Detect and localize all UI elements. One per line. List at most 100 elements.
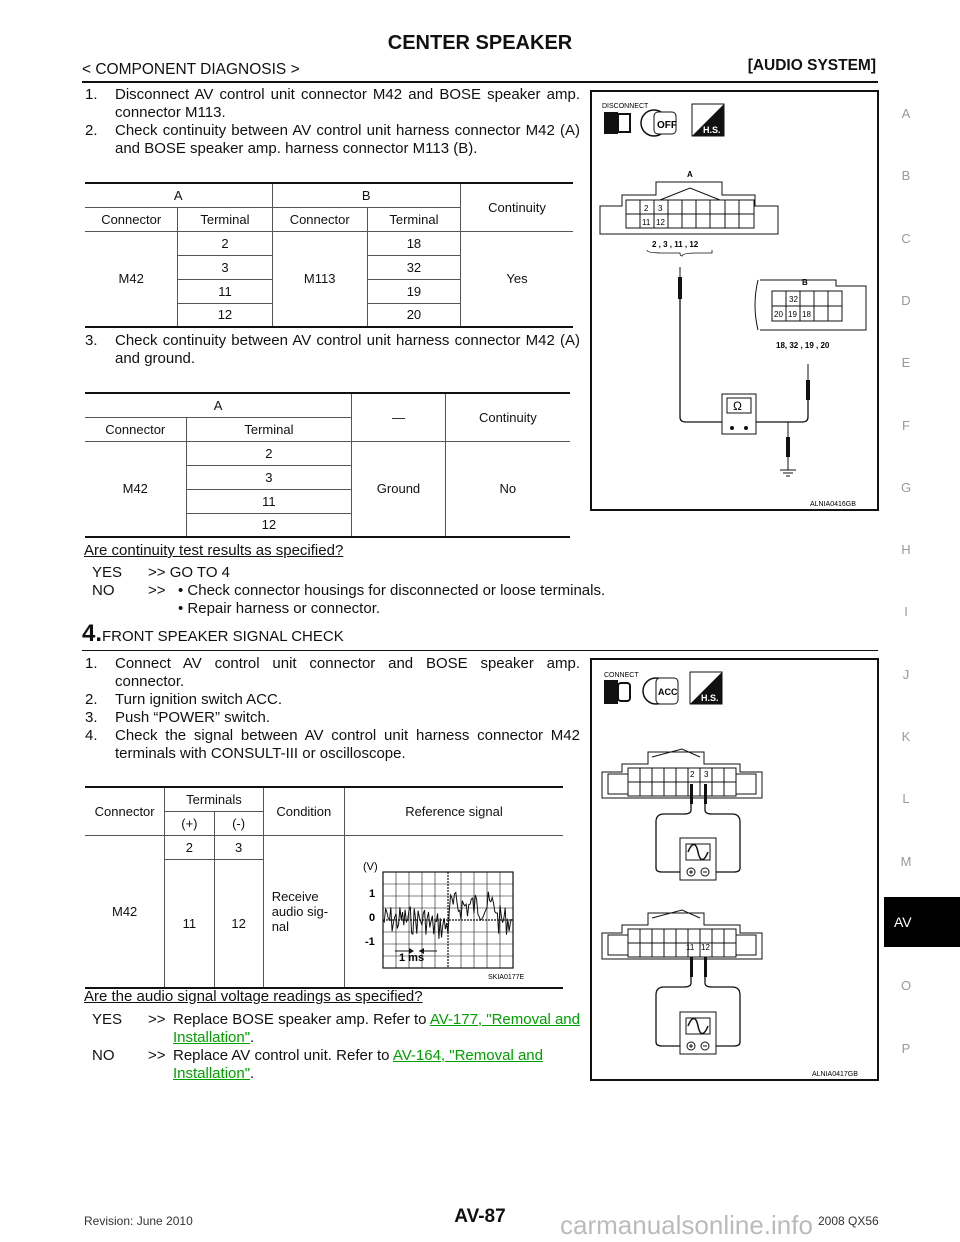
side-tab-f[interactable]: F (902, 417, 910, 433)
continuity-diagram: DISCONNECT OFF H.S. A 2 3 11 12 2 , 3 , … (599, 103, 867, 508)
pin-label: 3 (658, 204, 663, 213)
answer-no: NO>>• Check connector housings for disco… (92, 582, 605, 617)
pin-label: 2 (690, 770, 695, 779)
page-title: CENTER SPEAKER (387, 32, 573, 54)
terminal: 2 (185, 440, 353, 466)
answer-yes: YES>> GO TO 4 (92, 564, 230, 582)
figure-continuity-check: DISCONNECT OFF H.S. A 2 3 11 12 2 , 3 , … (590, 90, 879, 511)
yes-label: YES (92, 564, 123, 581)
off-label: OFF (657, 120, 677, 131)
side-tab-d[interactable]: D (901, 292, 911, 308)
arrow: >> (148, 564, 166, 581)
terminal-a: 2 (177, 230, 273, 256)
terminal-minus: 12 (213, 859, 264, 988)
connector-b: M113 (271, 230, 368, 328)
side-tab-h[interactable]: H (901, 542, 911, 558)
side-tab-av[interactable]: AV (884, 897, 960, 947)
side-tab-j[interactable]: J (902, 666, 910, 682)
continuity-result: Yes (460, 230, 573, 328)
side-tab-e[interactable]: E (901, 355, 911, 371)
disconnect-label: DISCONNECT (602, 103, 649, 110)
connector-a-label: A (687, 170, 693, 179)
connector-icon (601, 748, 763, 799)
step-text: Connect AV control unit connector and BO… (115, 655, 580, 690)
side-tab-l[interactable]: L (902, 791, 910, 807)
terminal-plus: 2 (164, 834, 215, 861)
header-b: B (271, 182, 462, 208)
header-connector: Connector (85, 206, 179, 232)
condition: Receive audio sig-nal (262, 834, 345, 988)
connector: M42 (85, 440, 187, 538)
side-tab-m[interactable]: M (900, 853, 912, 869)
arrow: >> (148, 582, 166, 599)
connect-label: CONNECT (604, 672, 639, 679)
step-2: 2.Turn ignition switch ACC. (85, 691, 580, 709)
header-terminal: Terminal (185, 416, 352, 442)
step-number: 1. (85, 655, 98, 672)
side-tab-k[interactable]: K (901, 729, 911, 744)
model: 2008 QX56 (818, 1214, 879, 1228)
ignition-acc-icon: ACC (642, 677, 679, 705)
tick-1: 1 (369, 888, 375, 900)
section-rule (82, 650, 878, 651)
side-tab-i[interactable]: I (904, 604, 908, 620)
header-continuity: Continuity (444, 392, 570, 442)
hs-label: H.S. (703, 125, 721, 135)
pin-label: 32 (789, 295, 798, 304)
side-tab-o[interactable]: O (900, 978, 912, 994)
question: Are the audio signal voltage readings as… (84, 988, 423, 1005)
yes-text: Replace BOSE speaker amp. Refer to (173, 1011, 430, 1028)
harness-side-icon: H.S. (691, 103, 725, 137)
section-4-heading: 4.FRONT SPEAKER SIGNAL CHECK (82, 620, 344, 648)
header-continuity: Continuity (460, 182, 573, 232)
step-3: 3.Check continuity between AV control un… (85, 332, 580, 368)
punct: . (250, 1065, 255, 1082)
step-text: Push “POWER” switch. (115, 709, 271, 726)
step-number: 3. (85, 709, 98, 726)
header-terminal: Terminal (366, 206, 461, 232)
terminal: 12 (186, 512, 352, 538)
removal-installation-link[interactable]: AV-164, "Removal and Installation" (173, 1047, 543, 1082)
pin-label: 11 (642, 218, 651, 227)
terminal-minus: 3 (213, 834, 264, 861)
section-number: 4. (82, 620, 103, 647)
step-text: Check the signal between AV control unit… (115, 727, 580, 762)
no-label: NO (92, 582, 115, 599)
pins-a-label: 2 , 3 , 11 , 12 (652, 240, 699, 249)
header-terminals: Terminals (164, 786, 264, 812)
pin-label: 12 (656, 218, 665, 227)
watermark: carmanualsonline.info (560, 1210, 813, 1240)
probe-b (750, 364, 810, 423)
connector-a: M42 (85, 230, 179, 328)
pins-b-label: 18, 32 , 19 , 20 (776, 341, 830, 350)
ohm-symbol: Ω (733, 399, 742, 413)
side-tab-b[interactable]: B (901, 168, 911, 184)
header-connector: Connector (85, 416, 187, 442)
probe-a (678, 267, 742, 423)
step-3: 3. Push “POWER” switch. (85, 709, 580, 727)
connector-b-label: B (802, 278, 808, 287)
oscilloscope-waveform: (V) 1 0 -1 1 ms SKIA0177E (363, 861, 525, 981)
side-tab-g[interactable]: G (900, 479, 912, 495)
removal-installation-link[interactable]: AV-177, "Removal and Installation" (173, 1011, 580, 1046)
header-a: A (85, 392, 353, 418)
connect-icon (604, 680, 631, 704)
acc-label: ACC (658, 687, 678, 697)
connector-icon (601, 909, 763, 960)
step-number: 1. (85, 86, 98, 103)
answer-yes: YES>>Replace BOSE speaker amp. Refer to … (92, 1011, 580, 1046)
hs-label: H.S. (701, 693, 719, 703)
waveform-trace (382, 890, 513, 939)
terminal-b: 32 (366, 254, 461, 280)
oscilloscope-meters (655, 784, 741, 1055)
connector: M42 (85, 834, 166, 988)
header-condition: Condition (262, 786, 345, 836)
side-tab-c[interactable]: C (901, 230, 911, 246)
punct: . (250, 1029, 255, 1046)
side-tab-a[interactable]: A (901, 106, 911, 121)
pin-label: 19 (788, 310, 797, 319)
disconnect-icon (604, 112, 631, 134)
side-tab-p[interactable]: P (901, 1040, 911, 1056)
